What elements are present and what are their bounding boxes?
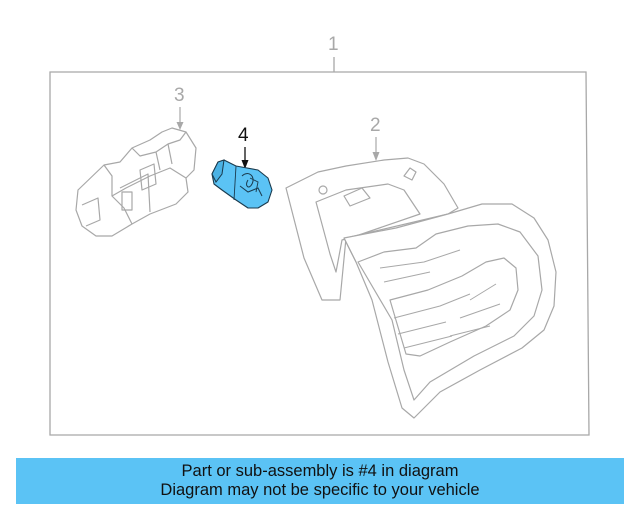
banner-line-disclaimer: Diagram may not be specific to your vehi… (160, 481, 480, 499)
callout-1[interactable]: 1 (328, 34, 339, 55)
info-banner: Part or sub-assembly is #4 in diagram Di… (16, 458, 624, 504)
callout-2[interactable]: 2 (370, 115, 381, 136)
parts-diagram: 1 3 4 2 (49, 34, 590, 436)
callout-3-arrowhead (176, 122, 184, 130)
callout-4-arrowhead (241, 160, 249, 169)
lamp-housing-part[interactable] (285, 157, 557, 419)
bulb-part[interactable] (211, 159, 273, 209)
socket-part[interactable] (75, 127, 197, 237)
callout-4[interactable]: 4 (238, 125, 249, 146)
banner-line-part-number: Part or sub-assembly is #4 in diagram (181, 462, 459, 480)
assembly-outline (49, 71, 590, 436)
callout-3[interactable]: 3 (174, 85, 185, 106)
callout-2-arrowhead (372, 152, 380, 161)
